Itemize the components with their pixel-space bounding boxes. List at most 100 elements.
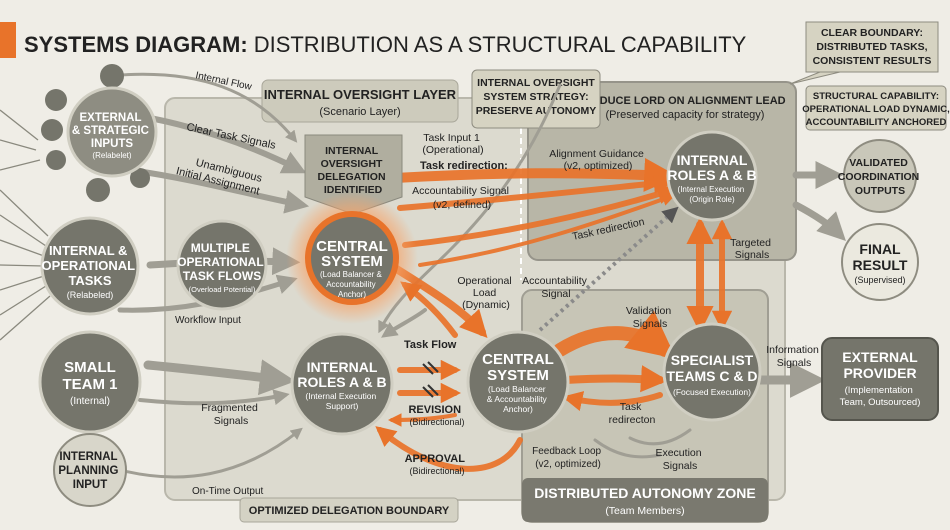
oversight-layer-title: INTERNAL OVERSIGHT LAYER [264,87,457,102]
alignment-guidance-label: Alignment Guidance (v2, optimized) [549,148,646,172]
small-team-node [38,330,142,434]
cluster-dot-6 [130,168,150,188]
internal-tasks-label: INTERNAL & OPERATIONAL TASKS [41,243,138,288]
cluster-dot-5 [86,178,110,202]
final-result-line-1: FINAL [859,241,901,257]
specialist-teams-sub: (Focused Execution) [673,387,751,397]
validated-outputs-node [843,139,917,213]
planning-input-node [53,433,127,507]
multiple-task-flows-sub: (Overload Potential) [189,285,256,294]
clear-boundary-line-2: DISTRIBUTED TASKS, [816,41,927,53]
internal-tasks-sub: (Relabeled) [67,290,114,300]
central-system-lower-line-2: SYSTEM [487,367,549,384]
targeted-signals-label: Targeted Signals [730,237,774,261]
clear-boundary-pointer [789,71,841,85]
internal-roles-top-line-1: INTERNAL [677,152,748,168]
external-inputs-sub: (Relabelet) [92,151,131,160]
structural-capability-callout [805,85,947,131]
specialist-teams-node [662,322,762,422]
revision-label: REVISION (Bidirectional) [408,400,465,427]
structural-capability-line-2: OPERATIONAL LOAD DYNAMIC, [802,104,949,115]
accountability-signal-arrow [397,173,675,211]
approval-label: APPROVAL (Bidirectional) [405,449,470,476]
internal-roles-top-node [666,130,758,222]
task-redirecton-label: Task redirecton [609,401,656,426]
strategy-line-2: SYSTEM STRATEGY: [483,91,588,103]
cluster-dot-4 [46,150,66,170]
strategy-line-3: PRESERVE AUTONOMY [476,105,597,117]
task-redirection-2-arrow [402,184,678,248]
final-result-node [841,223,919,301]
autonomy-zone-subtitle: (Team Members) [605,505,684,517]
internal-roles-lower-line-2: ROLES A & B [297,374,386,390]
task-flow-label: Task Flow [404,339,457,351]
approval-arrow [375,426,523,472]
central-to-specialist-arrow [561,365,669,393]
clear-boundary-line-1: CLEAR BOUNDARY: [821,27,923,39]
fragmented-signals-arrow [138,389,290,406]
validated-outputs-label: VALIDATED COORDINATION OUTPUTS [838,157,922,197]
autonomy-zone-banner [522,478,768,522]
page-title: SYSTEMS DIAGRAM:DISTRIBUTION AS A STRUCT… [24,32,747,57]
execution-signals-label: Execution Signals [655,447,704,472]
cluster-dot-3 [41,119,63,141]
external-inputs-label: EXTERNAL & STRATEGIC INPUTS [72,112,152,150]
validation-signals-label: Validation Signals [626,305,674,330]
initial-assignment-arrow [127,167,310,214]
accountability-dashed-arrow [538,206,679,332]
internal-roles-top-sub: (Internal Execution (Origin Role) [678,185,747,204]
team-to-roles-arrow [143,359,296,396]
fragmented-signals-label: Fragmented Signals [201,402,261,427]
central-system-lower-line-1: CENTRAL [482,351,554,368]
alignment-lead-subtitle: (Preserved capacity for strategy) [606,109,765,121]
oversight-layer-tab [261,79,459,123]
strategy-line-1: INTERNAL OVERSIGHT [477,77,595,89]
spokes [0,109,51,341]
revision-arrow [387,413,457,427]
title-accent-bar [0,22,16,58]
on-time-output-label: On-Time Output [192,486,264,497]
final-result-sub: (Supervised) [854,275,905,285]
oversight-layer-subtitle: (Scenario Layer) [319,106,400,118]
central-system-top-node [305,211,399,305]
small-team-sub: (Internal) [70,396,110,407]
feedback-loop-label: Feedback Loop (v2, optimized) [532,446,604,470]
alignment-lead-title: REDUCE LORD ON ALIGNMENT LEAD [584,95,785,107]
external-provider-line-2: PROVIDER [843,365,916,381]
autonomy-zone-title: DISTRIBUTED AUTONOMY ZONE [534,485,755,501]
task-redirection-label-1: Task redirection: [420,160,508,172]
information-signals-label: Information Signals [766,344,821,369]
workflow-input-label: Workflow Input [175,315,241,326]
central-system-top-line-2: SYSTEM [321,253,383,270]
task-redirecton-arrow [562,391,663,412]
central-to-roles-top-arrow [418,192,676,267]
final-result-line-2: RESULT [853,257,908,273]
delegation-identified-label: INTERNAL OVERSIGHT DELEGATION IDENTIFIED [318,145,389,196]
planning-input-label: INTERNAL PLANNING INPUT [58,451,121,491]
external-provider-line-1: EXTERNAL [842,349,918,365]
operational-load-label: Operational Load (Dynamic) [457,275,514,311]
central-system-top-sub: (Load Balancer & Accountability Anchor) [320,270,384,299]
internal-tasks-node [40,216,140,316]
strategy-callout [471,69,601,129]
multiple-task-flows-label: MULTIPLE OPERATIONAL TASK FLOWS [177,241,267,283]
external-provider-node [821,337,939,421]
validation-signals-arrow [553,310,677,359]
specialist-teams-line-2: TEAMS C & D [667,368,758,384]
cluster-dot-2 [45,89,67,111]
specialist-teams-line-1: SPECIALIST [671,352,754,368]
internal-flow-label: Internal Flow [194,70,253,93]
central-system-lower-sub: (Load Balancer & Accountability Anchor) [487,384,549,414]
external-inputs-cluster [41,64,150,202]
external-inputs-node [66,86,158,178]
operational-load-return-arrow [400,281,458,338]
structural-capability-line-3: ACCOUNTABILITY ANCHORED [806,117,947,128]
cluster-dot-1 [100,64,124,88]
internal-roles-lower-node [290,332,394,436]
small-team-line-1: SMALL [64,359,116,376]
delegation-boundary-label: OPTIMIZED DELEGATION BOUNDARY [249,505,450,517]
clear-boundary-line-3: CONSISTENT RESULTS [813,55,932,67]
to-final-arrow [792,201,846,241]
small-team-line-2: TEAM 1 [62,376,117,393]
